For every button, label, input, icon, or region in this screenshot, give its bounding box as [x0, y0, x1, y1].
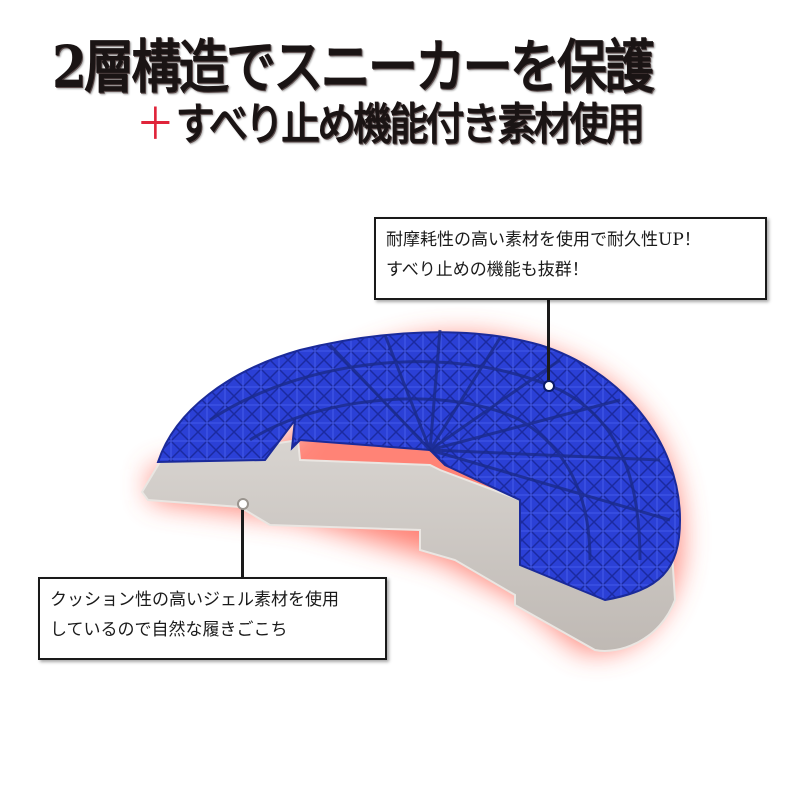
base-layer-callout: クッション性の高いジェル素材を使用 しているので自然な履きごこち [38, 577, 387, 660]
top-callout-leader-line [547, 300, 550, 382]
subtitle-text: すべり止め機能付き素材使用 [175, 99, 645, 150]
bottom-callout-line2: しているので自然な履きごこち [50, 620, 288, 640]
top-callout-marker-icon [543, 380, 555, 392]
top-callout-line2: すべり止めの機能も抜群！ [386, 260, 589, 280]
bottom-callout-leader-line [241, 508, 244, 578]
headline-subtitle: ＋すべり止め機能付き素材使用 [136, 88, 645, 152]
plus-icon: ＋ [136, 99, 175, 150]
top-callout-line1: 耐摩耗性の高い素材を使用で耐久性UP！ [386, 230, 701, 250]
bottom-callout-marker-icon [237, 498, 249, 510]
headline-title: 2層構造でスニーカーを保護 [52, 33, 654, 101]
bottom-callout-line1: クッション性の高いジェル素材を使用 [50, 590, 339, 610]
top-layer-callout: 耐摩耗性の高い素材を使用で耐久性UP！ すべり止めの機能も抜群！ [374, 217, 767, 300]
